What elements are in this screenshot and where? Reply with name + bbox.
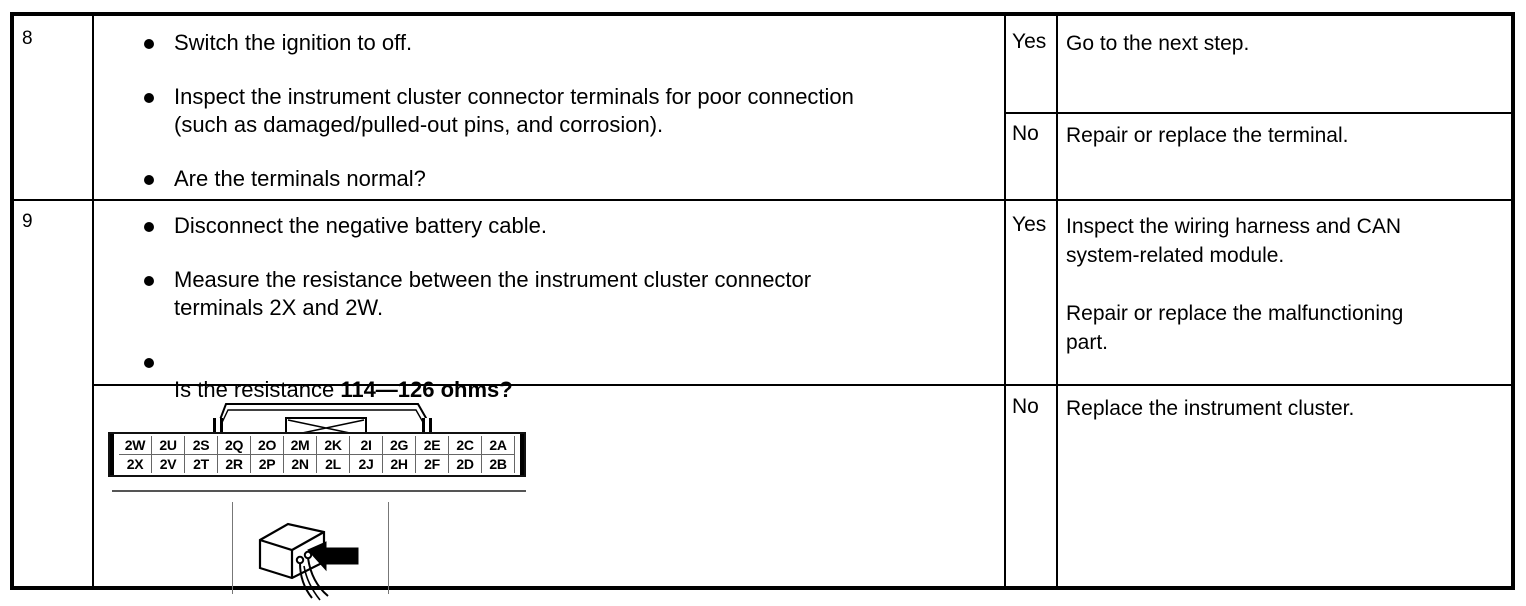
step-8-action-yes: Go to the next step. xyxy=(1066,32,1250,55)
row8-answer-split xyxy=(1004,112,1515,114)
pin-cell: 2V xyxy=(151,454,185,473)
pin-cell: 2P xyxy=(250,454,284,473)
pin-cell: 2B xyxy=(481,454,515,473)
step-8-action-no: Repair or replace the terminal. xyxy=(1066,124,1349,147)
row8-row9-divider xyxy=(14,199,1511,201)
step-9-result-no: No xyxy=(1012,395,1039,418)
pin-cell: 2M xyxy=(283,436,317,455)
connector-base-line xyxy=(112,490,526,492)
pin-row-top: 2W 2U 2S 2Q 2O 2M 2K 2I 2G 2E 2C 2A xyxy=(119,436,515,455)
pin-cell: 2H xyxy=(382,454,416,473)
pin-cell: 2X xyxy=(119,454,152,473)
pin-cell: 2O xyxy=(250,436,284,455)
pin-cell: 2T xyxy=(184,454,218,473)
list-item: Disconnect the negative battery cable. xyxy=(134,212,964,240)
pin-cell: 2L xyxy=(316,454,350,473)
connector-body: 2W 2U 2S 2Q 2O 2M 2K 2I 2G 2E 2C 2A xyxy=(108,432,526,492)
step-9-result-yes: Yes xyxy=(1012,213,1047,236)
pin-cell: 2C xyxy=(448,436,482,455)
pin-cell: 2S xyxy=(184,436,218,455)
step-8-result-no: No xyxy=(1012,122,1039,145)
step-8-bullets: Switch the ignition to off. Inspect the … xyxy=(134,29,974,193)
step-number-9: 9 xyxy=(22,211,33,232)
connector-pin-grid: 2W 2U 2S 2Q 2O 2M 2K 2I 2G 2E 2C 2A xyxy=(119,436,515,473)
column-rule-result xyxy=(1004,16,1006,586)
pin-cell: 2Q xyxy=(217,436,251,455)
pin-cell: 2N xyxy=(283,454,317,473)
connector-right-rail xyxy=(520,434,524,475)
pin-cell: 2A xyxy=(481,436,515,455)
illustration-left-rule xyxy=(232,502,233,594)
list-item: Inspect the instrument cluster connector… xyxy=(134,83,974,139)
column-rule-action xyxy=(1056,16,1058,586)
pin-cell: 2R xyxy=(217,454,251,473)
pin-cell: 2U xyxy=(151,436,185,455)
list-item-text: Is the resistance xyxy=(174,377,341,402)
connector-left-rail xyxy=(110,434,114,475)
pin-cell: 2J xyxy=(349,454,383,473)
pin-cell: 2W xyxy=(119,436,152,455)
column-rule-step xyxy=(92,16,94,586)
pin-cell: 2D xyxy=(448,454,482,473)
list-item: Are the terminals normal? xyxy=(134,165,974,193)
pin-cell: 2I xyxy=(349,436,383,455)
step-8-result-yes: Yes xyxy=(1012,30,1047,53)
connector-illustration xyxy=(258,522,359,601)
pin-row-bottom: 2X 2V 2T 2R 2P 2N 2L 2J 2H 2F 2D 2B xyxy=(119,454,515,473)
pin-cell: 2G xyxy=(382,436,416,455)
resistance-spec-value: 114—126 ohms? xyxy=(340,377,513,402)
pin-cell: 2E xyxy=(415,436,449,455)
step-number-8: 8 xyxy=(22,28,33,49)
diagnostic-table: 8 Switch the ignition to off. Inspect th… xyxy=(10,12,1515,601)
step-9-action-yes: Inspect the wiring harness and CAN syste… xyxy=(1066,215,1404,354)
illustration-right-rule xyxy=(388,502,389,594)
pin-cell: 2F xyxy=(415,454,449,473)
table-inner: 8 Switch the ignition to off. Inspect th… xyxy=(14,16,1515,601)
pin-cell: 2K xyxy=(316,436,350,455)
list-item: Measure the resistance between the instr… xyxy=(134,266,964,322)
row9-figure-divider xyxy=(92,384,1511,386)
step-9-bullets: Disconnect the negative battery cable. M… xyxy=(134,212,964,404)
list-item: Is the resistance 114—126 ohms? xyxy=(134,348,964,404)
list-item: Switch the ignition to off. xyxy=(134,29,974,57)
step-9-action-no: Replace the instrument cluster. xyxy=(1066,397,1355,420)
